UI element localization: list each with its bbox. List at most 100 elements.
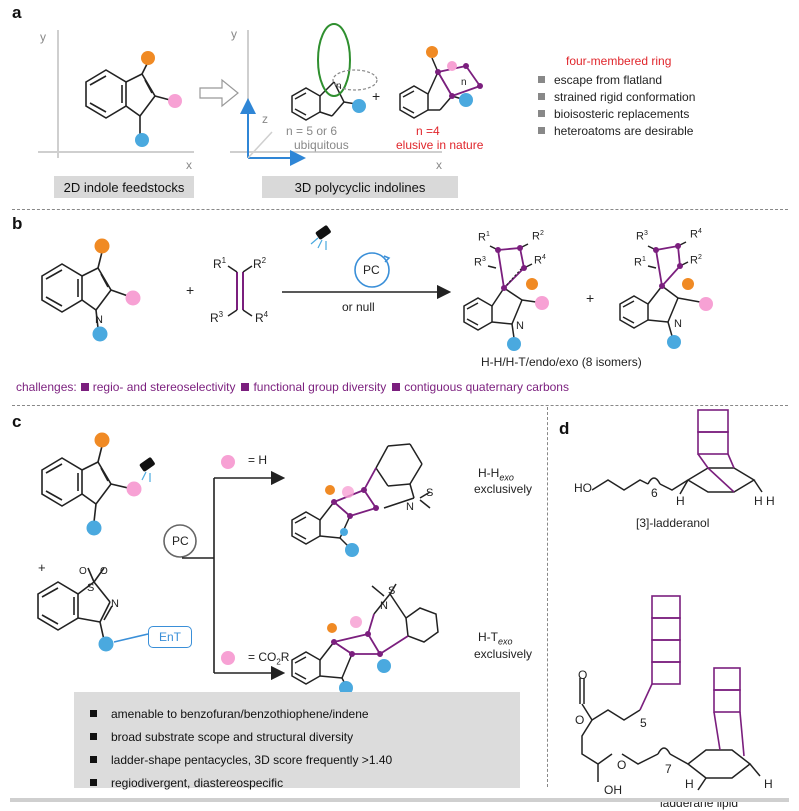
ladderanol-h1: H [676, 494, 685, 508]
panel-c-drawing [37, 432, 439, 695]
panel-b-drawing [41, 225, 713, 351]
alkene-r2: R2 [253, 256, 267, 271]
challenge-square-icon [241, 383, 250, 391]
divider-c-d [547, 407, 548, 787]
lipid-oh: OH [604, 783, 622, 797]
alkene-r1: R1 [213, 256, 227, 271]
divider-a-b [12, 209, 788, 210]
feature-item: heteroatoms are desirable [538, 122, 695, 139]
axis-y-label-3d: y [231, 27, 237, 41]
feature-item: bioisosteric replacements [538, 105, 695, 122]
feature-bullet: regiodivergent, diastereospecific [90, 771, 520, 794]
prod1-r4: R4 [534, 254, 546, 267]
eq-h-label: = H [248, 453, 268, 467]
ent-pill: EnT [148, 626, 192, 648]
challenges-label: challenges: [16, 380, 77, 394]
saccharin-o2: O [100, 566, 108, 577]
prod1-r1: R1 [478, 231, 490, 244]
prod-ht-n: N [380, 600, 388, 612]
panel-b-letter: b [12, 214, 23, 233]
cyclobutane-purple [436, 64, 482, 98]
n4-line2: elusive in nature [396, 138, 484, 152]
axis-y-label: y [40, 30, 46, 44]
ladderanol-h3: H [766, 494, 775, 508]
panel-a-letter: a [12, 3, 22, 22]
box-3d-indoline: 3D polycyclic indolines [262, 176, 458, 198]
ladderanol-label: [3]-ladderanol [636, 516, 710, 530]
plus-c: + [38, 560, 46, 575]
pc-cycle-icon [163, 524, 197, 558]
prod1-r3: R3 [474, 256, 486, 269]
panel-a-drawing [38, 23, 483, 166]
saccharin-n: N [111, 598, 119, 610]
orange-sphere [141, 51, 155, 65]
bottom-bar [10, 798, 789, 802]
saccharin-s: S [87, 582, 95, 594]
pink-sphere [168, 94, 182, 108]
ring-n4-label: n [461, 77, 467, 88]
green-ring [317, 23, 351, 97]
box-2d-indole: 2D indole feedstocks [54, 176, 194, 198]
features-list: amenable to benzofuran/benzothiophene/in… [74, 692, 520, 794]
challenge-square-icon [80, 383, 89, 391]
lipid-o-ether: O [617, 758, 627, 772]
ht-exclusively: exclusively [474, 647, 533, 661]
ring-n-label: n [336, 81, 342, 92]
prod2-r4: R4 [690, 228, 702, 241]
n4-line1: n =4 [416, 124, 440, 138]
panel-c-letter: c [12, 412, 22, 431]
challenge-square-icon [392, 383, 401, 391]
prod1-r2: R2 [532, 230, 544, 243]
eq-co2r-label: = CO2R [248, 650, 290, 667]
lipid-o-ester: O [575, 713, 585, 727]
axis-z-label: z [262, 112, 268, 126]
feature-bullet: amenable to benzofuran/benzothiophene/in… [90, 702, 520, 725]
prod2-n: N [674, 318, 682, 330]
pc-label-c: PC [172, 534, 189, 548]
prod-hh-n: N [406, 501, 414, 513]
feature-bullet: ladder-shape pentacycles, 3D score frequ… [90, 748, 520, 771]
alkene-r3: R3 [210, 310, 224, 325]
feature-bullet: broad substrate scope and structural div… [90, 725, 520, 748]
feature-item: strained rigid conformation [538, 88, 695, 105]
axis-x-label-3d: x [436, 158, 442, 172]
n56-line1: n = 5 or 6 [286, 124, 338, 138]
feature-item: escape from flatland [538, 71, 695, 88]
light-lamp-icon [310, 225, 331, 250]
challenge-item: regio- and stereoselectivity [92, 380, 236, 394]
plus-b1: + [186, 282, 195, 298]
lipid-5: 5 [640, 716, 647, 730]
n56-line2: ubiquitous [294, 138, 349, 152]
pc-label-b: PC [363, 263, 380, 277]
blue-sphere [135, 133, 149, 147]
feature-list: escape from flatland strained rigid conf… [538, 71, 695, 139]
plus-sign: + [372, 88, 381, 104]
axis-x-label: x [186, 158, 192, 172]
ladderanol-6: 6 [651, 486, 658, 500]
hh-exclusively: exclusively [474, 482, 533, 496]
ladderanol-h2: H [754, 494, 763, 508]
panel-d-letter: d [559, 419, 570, 438]
lipid-h1: H [685, 777, 694, 791]
prod-hh-s: S [426, 487, 434, 499]
alkene-r4: R4 [255, 310, 269, 325]
or-null-label: or null [342, 300, 375, 314]
saccharin-o1: O [79, 566, 87, 577]
lipid-o-carbonyl: O [578, 668, 588, 682]
isomers-label: H-H/H-T/endo/exo (8 isomers) [481, 355, 642, 369]
pc-cycle-icon [354, 252, 390, 288]
indole-b-n: N [95, 314, 103, 326]
lipid-h2: H [764, 777, 773, 791]
ring-heading: four-membered ring [566, 54, 672, 68]
prod2-r3: R3 [636, 230, 648, 243]
divider-b-c [12, 405, 788, 406]
prod-ht-s: S [388, 585, 396, 597]
prod2-r1: R1 [634, 256, 646, 269]
hollow-arrow [199, 78, 239, 108]
plus-b2: + [586, 290, 595, 306]
ladderanol-ho: HO [574, 481, 592, 495]
indole-2d [85, 61, 171, 135]
challenges-row: challenges: regio- and stereoselectivity… [16, 380, 569, 394]
prod2-r2: R2 [690, 254, 702, 267]
challenge-item: functional group diversity [253, 380, 387, 394]
